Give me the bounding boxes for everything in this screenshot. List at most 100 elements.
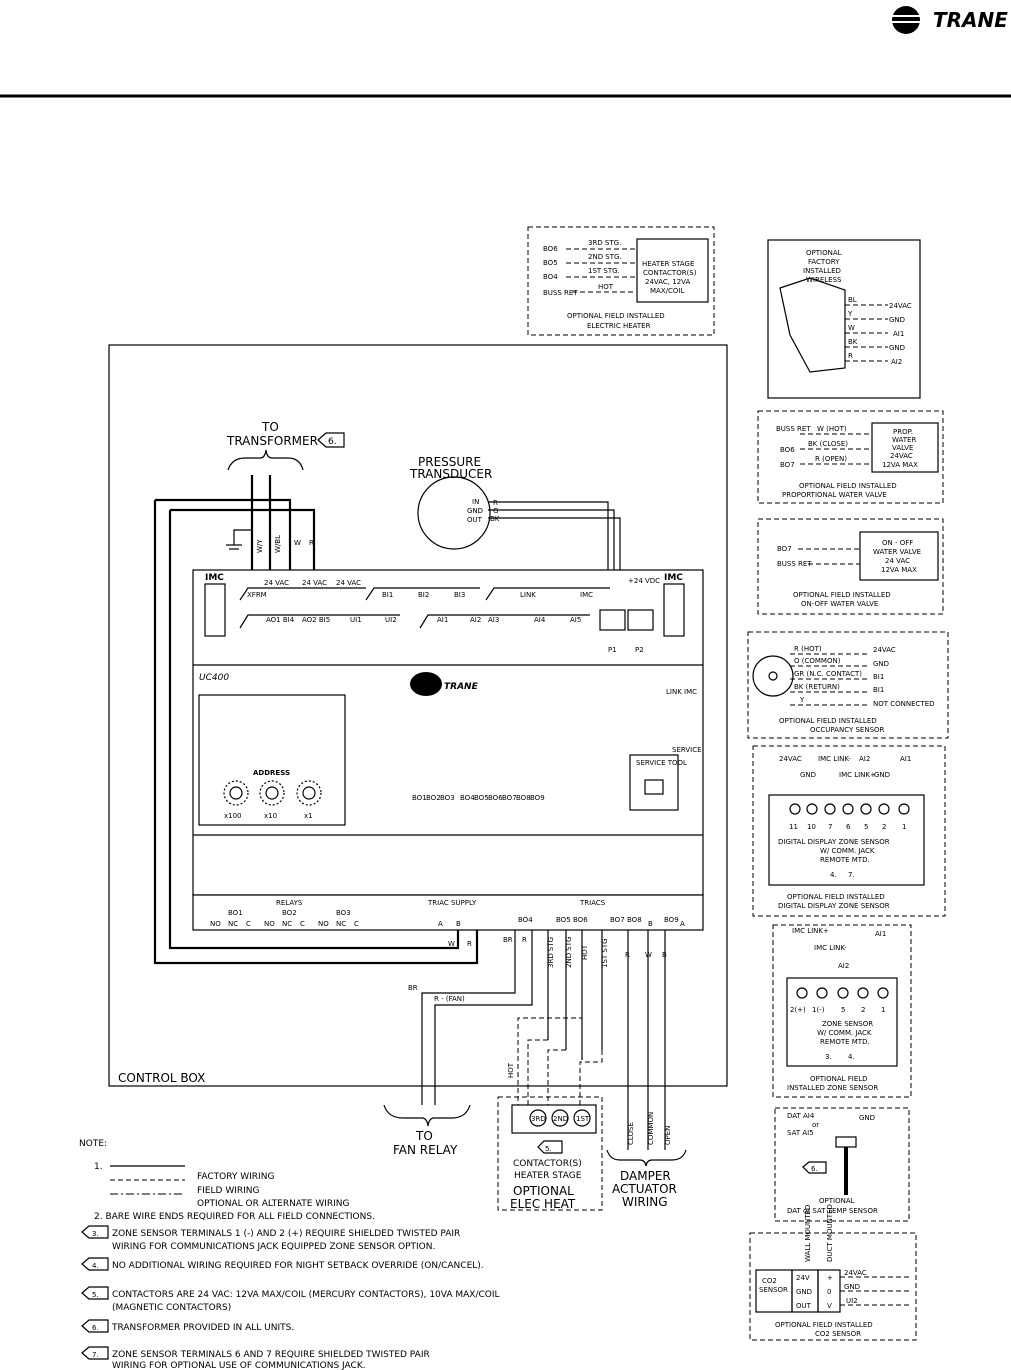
ds-box-3: REMOTE MTD. [820, 856, 870, 864]
zs-num-2: 2(+) [790, 1006, 806, 1014]
led-bo8: BO8 [516, 794, 531, 802]
note-2: 2. BARE WIRE ENDS REQUIRED FOR ALL FIELD… [94, 1212, 375, 1222]
fan-wire-r [434, 930, 533, 1105]
ground-wire [233, 529, 252, 545]
notes-title: NOTE: [79, 1139, 107, 1149]
digital-sensor-top: 24VAC IMC LINK- AI2 AI1 GND IMC LINK+ GN… [779, 755, 911, 779]
co2-caption-2: CO2 SENSOR [815, 1330, 861, 1338]
stage-1st: 1ST STG [601, 938, 609, 968]
onoff-term-buss: BUSS RET [777, 560, 812, 568]
zs-num-5: 5 [841, 1006, 845, 1014]
relay-group-bo1: BO1 [228, 909, 243, 917]
term-ui1: UI1 [350, 616, 362, 624]
heater-contacts-box [511, 1104, 597, 1134]
factory-wire-top-2 [170, 508, 316, 572]
term-ai1: AI1 [437, 616, 448, 624]
address-dial-x1[interactable] [296, 780, 322, 806]
ds-num-1: 1 [902, 823, 906, 831]
note-6: 6. TRANSFORMER PROVIDED IN ALL UNITS. [81, 1319, 294, 1333]
board-trane-logo-icon [410, 672, 442, 696]
led-bo5: BO5 [474, 794, 489, 802]
ds-top-ai2: AI2 [859, 755, 870, 763]
wireless-wire-r: R [848, 352, 853, 360]
relay-c-1: C [246, 920, 251, 928]
term-24vac-1: 24 VAC [264, 579, 289, 587]
term-24vdc: +24 VDC [628, 577, 660, 585]
zs-box-1: ZONE SENSOR [822, 1020, 873, 1028]
note-5-line-2: (MAGNETIC CONTACTORS) [112, 1303, 231, 1313]
triac-bo7: BO7 [610, 916, 625, 924]
triac-bo4: BO4 [518, 916, 533, 924]
onoff-box-1: ON - OFF [882, 539, 913, 547]
relay-c-3: C [354, 920, 359, 928]
occ-wire-bk: BK (RETURN) [794, 683, 840, 691]
wireless-wire-bk: BK [848, 338, 858, 346]
contact-2nd-label: 2ND [553, 1115, 568, 1123]
term-ai2: AI2 [470, 616, 481, 624]
elec-heat-1: OPTIONAL [513, 1184, 574, 1198]
damper-3: WIRING [622, 1195, 668, 1209]
ts-top-sat: SAT AI5 [787, 1129, 814, 1137]
relay-group-bo3: BO3 [336, 909, 351, 917]
occ-wire-gr: GR (N.C. CONTACT) [794, 670, 862, 678]
ts-note-6: 6. [811, 1165, 818, 1173]
note-4: 4. NO ADDITIONAL WIRING REQUIRED FOR NIG… [81, 1257, 484, 1271]
relay-no-2: NO [264, 920, 275, 928]
zs-top-ai1: AI1 [875, 930, 886, 938]
mid-terminal-strip-2 [419, 614, 590, 629]
led-bo6: BO6 [488, 794, 503, 802]
ab-right-b: B [648, 920, 653, 928]
ts-top-or: or [812, 1121, 819, 1129]
relay-nc-3: NC [336, 920, 346, 928]
co2-header-wall: WALL MOUNTED [804, 1205, 812, 1262]
zs-box-3: REMOTE MTD. [820, 1038, 870, 1046]
onoff-box-2: WATER VALVE [873, 548, 921, 556]
occ-wire-y: Y [799, 696, 805, 704]
relay-no-3: NO [318, 920, 329, 928]
address-dial-x100[interactable] [223, 780, 249, 806]
led-bo7: BO7 [502, 794, 517, 802]
wireless-term-gnd: GND [889, 316, 905, 324]
note-4-line-1: NO ADDITIONAL WIRING REQUIRED FOR NIGHT … [112, 1261, 484, 1271]
led-row: BO1 BO2 BO3 BO4 BO5 BO6 BO7 BO8 BO9 [412, 794, 545, 802]
wireless-term-ai2: AI2 [891, 358, 902, 366]
prop-box-text: PROP. WATER VALVE 24VAC 12VA MAX [882, 428, 918, 469]
heater-caption-1: OPTIONAL FIELD INSTALLED [567, 312, 665, 320]
address-dial-x10[interactable] [259, 780, 285, 806]
co2-panel [749, 1232, 917, 1341]
pt-pin-in: IN [472, 498, 479, 506]
note-6-flag-label: 6. [328, 437, 337, 447]
occupancy-wires: R (HOT) O (COMMON) GR (N.C. CONTACT) BK … [790, 645, 935, 708]
wireless-term-ai1: AI1 [893, 330, 904, 338]
zs-num-1: 1(-) [812, 1006, 825, 1014]
led-bo3: BO3 [440, 794, 455, 802]
term-ao1: AO1 BI4 [266, 616, 295, 624]
damper-brace [606, 1149, 687, 1167]
occ-term-bi1-2: BI1 [873, 686, 884, 694]
fan-r-label: R - (FAN) [434, 995, 465, 1003]
to-transformer-1: TO [261, 420, 279, 434]
wire-wbl-label: W/BL [274, 535, 282, 553]
link-imc-label: LINK IMC [666, 688, 697, 696]
pt-wire-g: G [493, 507, 498, 515]
term-ao2: AO2 BI5 [302, 616, 330, 624]
term-link: LINK [520, 591, 536, 599]
relay-nc-2: NC [282, 920, 292, 928]
fan-relay-brace [383, 1104, 471, 1127]
heater-stage-2nd: 2ND STG. [588, 253, 622, 261]
dial-label-x100: x100 [224, 812, 242, 820]
onoff-caption-2: ON-OFF WATER VALVE [801, 600, 878, 608]
term-bi3: BI3 [454, 591, 465, 599]
triac-bo6: BO6 [573, 916, 588, 924]
zs-caption-1: OPTIONAL FIELD [810, 1075, 868, 1083]
fan-br-label: BR [408, 984, 418, 992]
contact-3rd-label: 3RD [531, 1115, 546, 1123]
wireless-title-2: FACTORY [808, 258, 840, 266]
triac-bo8: BO8 [627, 916, 642, 924]
factory-wire-top-1 [155, 498, 292, 572]
note-3-num: 3. [92, 1230, 99, 1238]
service-label: SERVICE [672, 746, 702, 754]
hot-label: HOT [507, 1062, 515, 1078]
imc-left-label: IMC [205, 573, 224, 583]
